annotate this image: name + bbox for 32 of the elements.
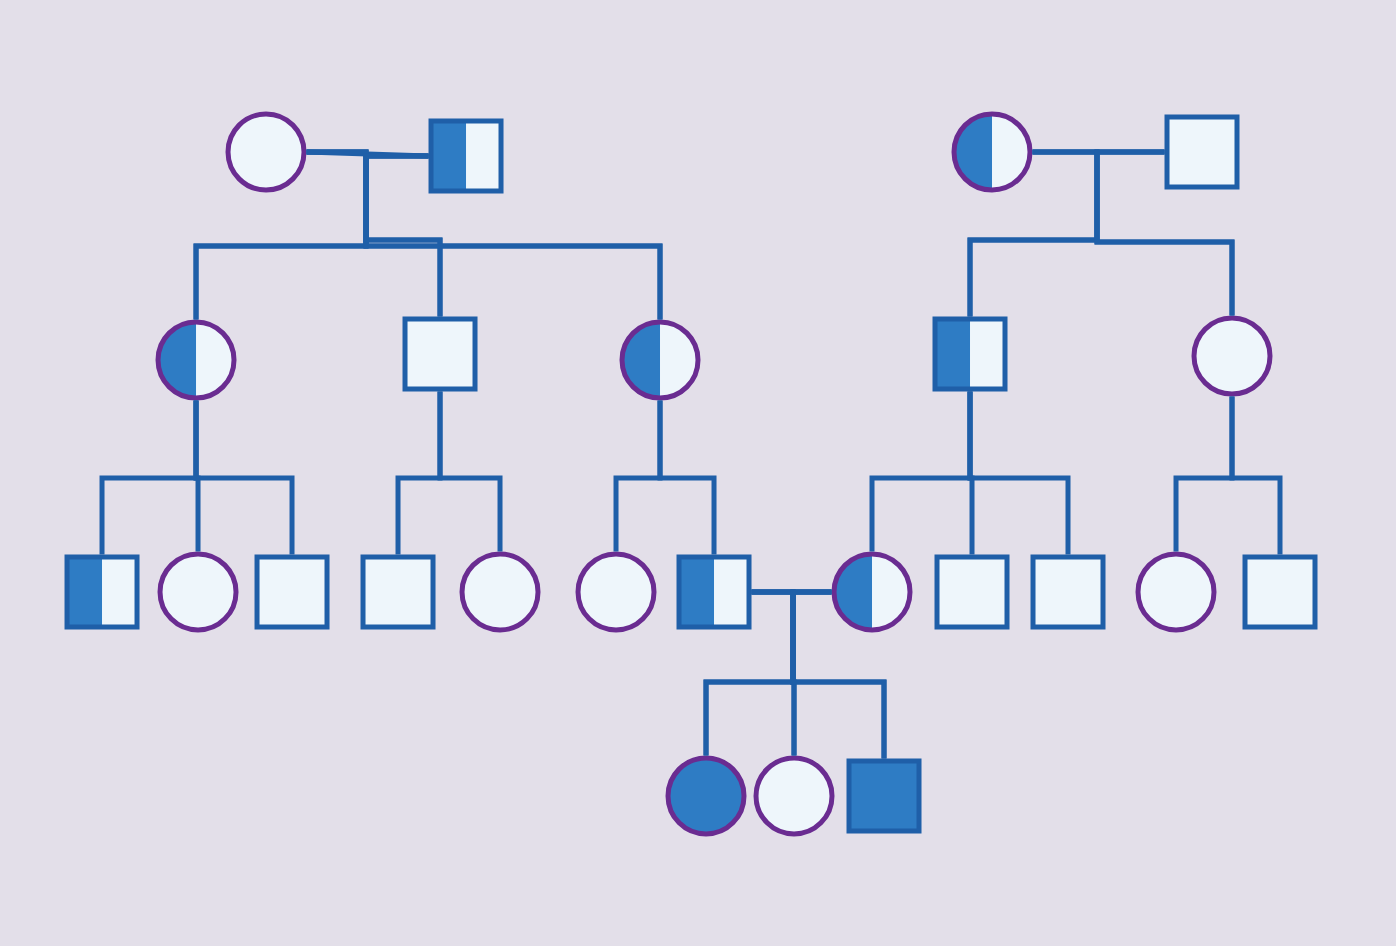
pedigree-circle [665, 755, 747, 837]
pedigree-circle [157, 551, 239, 633]
pedigree-square [64, 554, 140, 630]
pedigree-square [1242, 554, 1318, 630]
pedigree-line [657, 400, 717, 555]
pedigree-line [967, 391, 1071, 555]
pedigree-square [254, 554, 330, 630]
pedigree-square [1030, 554, 1106, 630]
pedigree-square [676, 554, 752, 630]
pedigree-square [846, 758, 922, 834]
pedigree-line [363, 153, 663, 320]
pedigree-line [1229, 396, 1283, 555]
pedigree-circle [951, 111, 1033, 193]
pedigree-circle [225, 111, 307, 193]
pedigree-circle [1135, 551, 1217, 633]
pedigree-circle [831, 551, 913, 633]
pedigree-square [428, 118, 504, 194]
pedigree-square [402, 316, 478, 392]
pedigree-square [932, 316, 1008, 392]
pedigree-square [934, 554, 1010, 630]
pedigree-circle [1191, 315, 1273, 397]
pedigree-line [1094, 149, 1235, 316]
pedigree-circle [459, 551, 541, 633]
pedigree-circle [575, 551, 657, 633]
pedigree-square [1164, 114, 1240, 190]
pedigree-circle [753, 755, 835, 837]
pedigree-circle [619, 319, 701, 401]
pedigree-square [360, 554, 436, 630]
pedigree-line [790, 589, 887, 759]
pedigree-line [437, 391, 503, 552]
pedigree-line [193, 400, 295, 555]
pedigree-circle [155, 319, 237, 401]
